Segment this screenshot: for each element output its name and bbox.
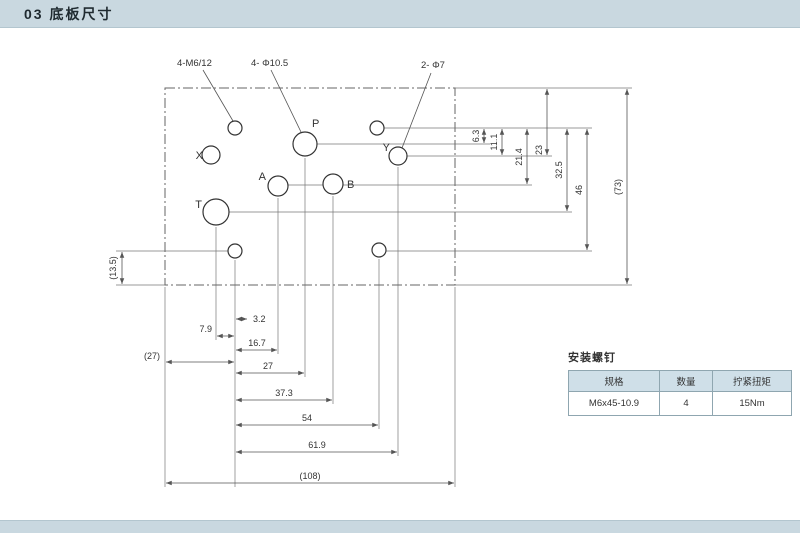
port-y-hole [388,146,408,166]
dim-bottom-3: 27 [263,361,273,371]
col-header-spec: 规格 [568,370,660,392]
mounting-screw-table: 规格 数量 拧紧扭矩 M6x45-10.9 4 15Nm [568,370,792,416]
screw-table-title: 安装螺钉 [568,352,616,364]
callout-phi7: 2- Φ7 [421,60,445,71]
dim-right-3: 23 [534,145,544,155]
dimension-labels: 6.3 11.1 21.4 23 32.5 46 (73) (13.5) (27… [108,130,623,481]
cell-spec: M6x45-10.9 [568,391,660,416]
cell-qty: 4 [659,391,713,416]
mounting-hole-top-right [369,120,385,136]
plate-outline [164,87,456,286]
dim-right-6: (73) [613,179,623,195]
port-t-label: T [195,199,202,211]
page-title: 03 底板尺寸 [24,5,114,22]
port-a-hole [267,175,289,197]
footer-bar [0,520,800,533]
dim-left-horizontal: (27) [144,351,160,361]
dim-bottom-1: 7.9 [199,324,212,334]
callout-labels: 4-M6/12 4- Φ10.5 2- Φ7 [177,58,445,71]
dim-bottom-6: 61.9 [308,440,326,450]
port-a-label: A [259,171,267,183]
col-header-qty: 数量 [659,370,713,392]
port-b-hole [322,173,344,195]
port-p-label: P [312,118,319,130]
dim-bottom-2: 16.7 [248,338,266,348]
port-holes [201,120,408,259]
port-p-hole [292,131,318,157]
dim-right-5: 46 [574,185,584,195]
table-row: M6x45-10.9 4 15Nm [568,391,792,416]
port-x-label: X [196,150,204,162]
dim-bottom-0: 3.2 [253,314,266,324]
dim-right-0: 6.3 [471,130,481,143]
dim-right-4: 32.5 [554,161,564,179]
dim-left-vertical: (13.5) [108,256,118,280]
port-labels: X P A B T Y [195,118,390,211]
callout-leaders [202,69,432,149]
mounting-hole-bottom-right [371,242,387,258]
port-y-label: Y [383,142,391,154]
port-x-hole [201,145,221,165]
callout-phi10: 4- Φ10.5 [251,58,288,69]
cell-torque: 15Nm [712,391,792,416]
dim-bottom-4: 37.3 [275,388,293,398]
mounting-hole-top-left [227,120,243,136]
mounting-hole-bottom-left [227,243,243,259]
extension-lines [116,87,632,487]
dim-bottom-7: (108) [299,471,320,481]
callout-m6: 4-M6/12 [177,58,212,69]
dim-bottom-5: 54 [302,413,312,423]
col-header-torque: 拧紧扭矩 [712,370,792,392]
dimension-lines [119,89,630,486]
mounting-screw-panel: 安装螺钉 规格 数量 拧紧扭矩 M6x45-10.9 4 15Nm [568,349,792,416]
dim-right-2: 21.4 [514,148,524,166]
port-t-hole [202,198,230,226]
table-header-row: 规格 数量 拧紧扭矩 [568,370,792,392]
dim-right-1: 11.1 [489,134,499,151]
header-bar: 03 底板尺寸 [0,0,800,28]
port-b-label: B [347,179,354,191]
